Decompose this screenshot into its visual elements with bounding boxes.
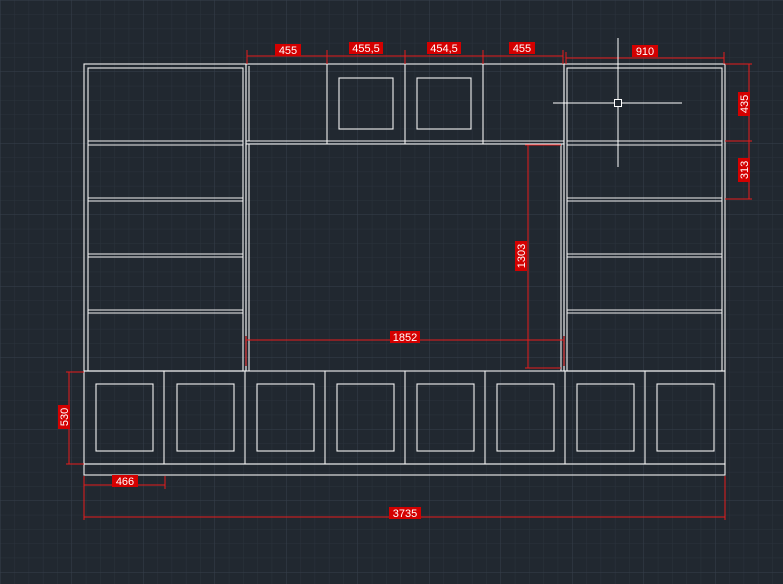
base-door-panel [176, 383, 235, 452]
dimension-label-bg [515, 241, 527, 271]
base-door-panel [336, 383, 395, 452]
dim-910: 910 [636, 46, 654, 58]
base-door-panel [496, 383, 555, 452]
dimension-label-bg [390, 331, 420, 343]
dimension-labels: 455 455,5 454,5 455 910 435 313 1303 185… [58, 42, 751, 520]
upper-middle-cabinets[interactable] [245, 63, 565, 145]
base-cabinet[interactable] [83, 370, 726, 476]
dimension-label-bg [632, 45, 658, 57]
dim-455-left: 455 [279, 45, 297, 57]
dim-530: 530 [59, 408, 71, 426]
dim-3735: 3735 [393, 508, 417, 520]
dimension-label-bg [112, 475, 138, 487]
wardrobe-geometry[interactable] [83, 63, 726, 476]
dim-313: 313 [739, 161, 751, 179]
dimension-label-bg [738, 158, 750, 182]
dim-466: 466 [116, 476, 134, 488]
dimension-label-bg [509, 42, 535, 54]
base-door-panel [416, 383, 475, 452]
dimension-label-bg [275, 44, 301, 56]
dim-455-5: 455,5 [352, 43, 380, 55]
dim-435: 435 [739, 95, 751, 113]
base-door-panel [95, 383, 154, 452]
dim-1303: 1303 [516, 244, 528, 268]
base-door-panel [256, 383, 315, 452]
dimension-label-bg [427, 42, 461, 54]
dim-454-5: 454,5 [430, 43, 458, 55]
dimension-label-bg [58, 405, 70, 429]
glass-door-panel-right [416, 77, 472, 130]
glass-door-panel-left [338, 77, 394, 130]
dimension-label-bg [738, 92, 750, 116]
crosshair-cursor-icon [553, 38, 682, 167]
dim-1852: 1852 [393, 332, 417, 344]
dimension-label-bg [389, 507, 421, 519]
dimension-label-bg [349, 42, 383, 54]
base-door-panel [576, 383, 635, 452]
right-tall-cabinet[interactable] [563, 63, 726, 372]
base-door-panel [656, 383, 715, 452]
dim-455-right: 455 [513, 43, 531, 55]
